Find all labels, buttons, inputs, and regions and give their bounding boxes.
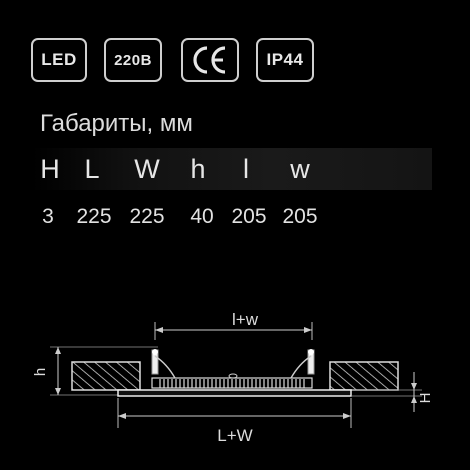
ce-mark-badge [181,38,239,82]
header-W: W [134,154,160,184]
bottom-dimension-label: L+W [217,426,252,445]
value-L: 225 [76,205,112,228]
voltage-badge: 220В [104,38,162,82]
right-dimension-label: H [417,393,434,404]
ceiling-left-panel [71,361,141,391]
value-w: 205 [282,205,318,228]
led-badge-label: LED [41,50,77,69]
top-dimension-line [154,322,313,340]
header-l: l [243,154,249,184]
fixture-rim [117,389,352,397]
right-dimension-line [352,372,422,412]
value-W: 225 [129,205,165,228]
value-l: 205 [231,205,267,228]
ce-mark-icon [193,46,226,74]
ceiling-right-panel [329,361,399,391]
led-badge: LED [31,38,87,82]
voltage-badge-label: 220В [114,51,152,69]
header-H: H [40,154,60,184]
header-w: w [290,154,310,184]
dimensions-header-row: H L W h l w [0,0,470,184]
dimensions-values-row: 3 225 225 40 205 205 [0,0,470,228]
fixture-body [151,349,315,389]
left-dimension-label: h [32,368,49,376]
value-H: 3 [42,205,54,228]
ip-rating-badge: IP44 [256,38,314,82]
value-h: 40 [190,205,214,228]
header-h: h [190,154,206,184]
bottom-dimension-line [117,398,352,428]
top-dimension-label: l+w [232,310,259,329]
dimensions-header-band [32,148,432,190]
dimensions-title: Габариты, мм [40,110,193,137]
ip-rating-label: IP44 [266,50,304,69]
header-L: L [84,154,100,184]
